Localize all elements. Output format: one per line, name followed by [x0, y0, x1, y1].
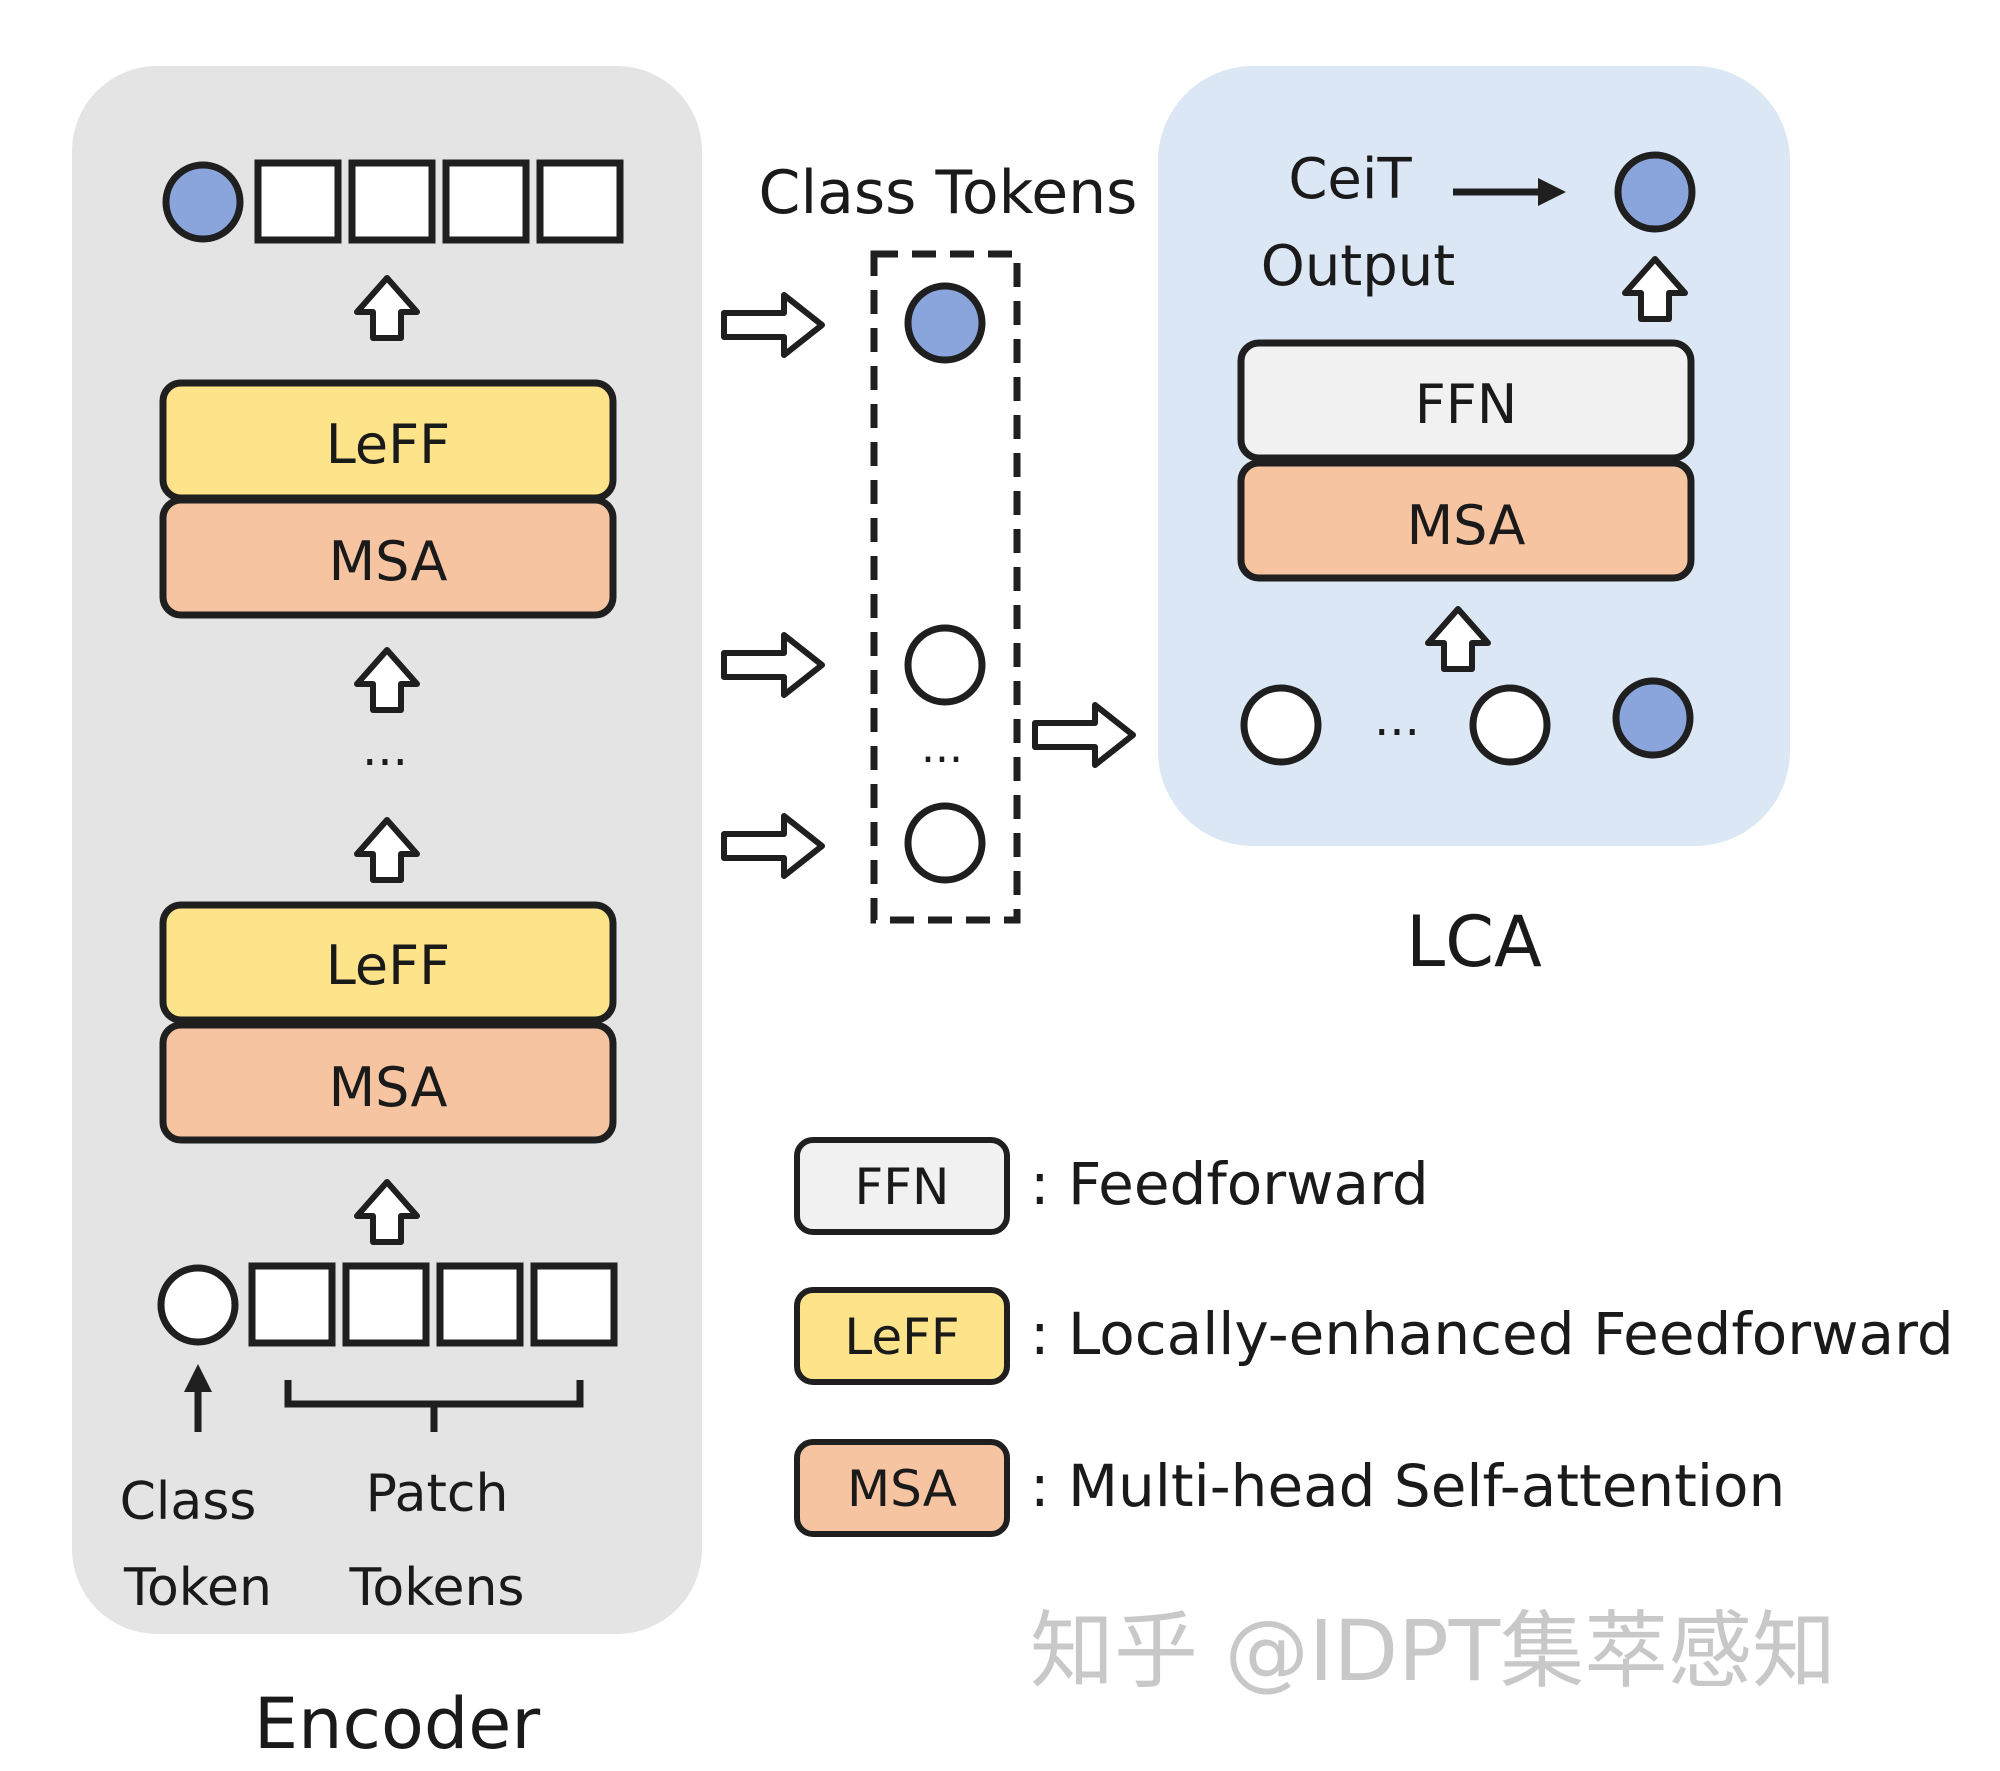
output-patch-token-icon [442, 159, 530, 244]
class-tokens-title: Class Tokens [759, 158, 1138, 228]
patch-tokens-brace [284, 1380, 584, 1432]
class-token-label-line2: Token [123, 1558, 272, 1618]
legend-item-ffn: FFN : Feedforward [794, 1137, 1429, 1235]
lca-input-token-icon [1240, 684, 1322, 766]
input-patch-token-icon [248, 1262, 336, 1347]
solid-arrow-icon [1453, 178, 1566, 206]
output-class-token-icon [162, 161, 244, 243]
class-tokens-column: Class Tokens ... [759, 158, 1138, 924]
legend-leff-description: : Locally-enhanced Feedforward [1030, 1300, 1954, 1368]
ffn-layer-label: FFN [1415, 373, 1518, 436]
ceit-output-token-icon [1614, 151, 1696, 233]
ceit-output-label-line2: Output [1261, 234, 1456, 299]
input-class-token-icon [157, 1264, 239, 1346]
patch-tokens-label-line2: Tokens [348, 1558, 524, 1618]
encoder-panel: LeFF MSA ... LeFF MSA [72, 66, 702, 1634]
class-token-icon [904, 624, 986, 706]
msa-layer [1237, 459, 1695, 582]
ffn-layer [1237, 339, 1695, 462]
right-arrow-icon [724, 295, 822, 355]
legend-msa-description: : Multi-head Self-attention [1030, 1452, 1785, 1520]
input-patch-token-icon [530, 1262, 618, 1347]
lca-query-token-icon [1612, 677, 1694, 759]
encoder-input-tokens [157, 1262, 618, 1347]
msa-layer-label: MSA [329, 1056, 448, 1119]
output-patch-token-icon [536, 159, 624, 244]
legend-leff-swatch [794, 1287, 1010, 1385]
lca-panel: CeiT Output FFN MSA ... [1158, 66, 1790, 846]
legend-ffn-description: : Feedforward [1030, 1150, 1429, 1218]
leff-layer-label: LeFF [326, 413, 450, 476]
legend-item-msa: MSA : Multi-head Self-attention [794, 1439, 1785, 1537]
right-arrow-icon [724, 635, 822, 695]
right-arrow-icon [1035, 705, 1133, 765]
class-tokens-group-box [870, 250, 1021, 924]
legend-leff-tag: LeFF [844, 1308, 959, 1366]
legend-item-leff: LeFF : Locally-enhanced Feedforward [794, 1287, 1954, 1385]
output-patch-token-icon [254, 159, 342, 244]
legend-msa-swatch [794, 1439, 1010, 1537]
legend-msa-tag: MSA [847, 1460, 957, 1518]
encoder-ellipsis: ... [362, 721, 408, 777]
ceit-output-label-line1: CeiT [1288, 147, 1412, 212]
leff-layer-label: LeFF [326, 934, 450, 997]
encoder-caption: Encoder [254, 1683, 540, 1765]
class-tokens-ellipsis: ... [921, 722, 963, 773]
legend-ffn-swatch [794, 1137, 1010, 1235]
lca-caption: LCA [1406, 901, 1542, 983]
lca-ellipsis: ... [1374, 691, 1420, 747]
patch-tokens-label-line1: Patch [366, 1464, 509, 1524]
encoder-output-tokens [162, 159, 624, 244]
solid-arrow-icon [184, 1364, 212, 1432]
watermark: 知乎 @IDPT集萃感知 [1030, 1602, 1836, 1700]
msa-layer [159, 1021, 617, 1144]
msa-layer-label: MSA [1407, 494, 1526, 557]
encoder-lower-block: LeFF MSA [159, 901, 617, 1144]
right-arrow-icon [724, 816, 822, 876]
output-patch-token-icon [348, 159, 436, 244]
input-patch-token-icon [342, 1262, 430, 1347]
legend-ffn-tag: FFN [855, 1158, 950, 1216]
class-token-icon [904, 802, 986, 884]
legend: FFN : Feedforward LeFF : Locally-enhance… [794, 1137, 1954, 1537]
class-token-filled-icon [904, 282, 986, 364]
class-token-label-line1: Class [120, 1472, 257, 1532]
msa-layer [159, 496, 617, 619]
lca-input-token-icon [1469, 684, 1551, 766]
encoder-upper-block: LeFF MSA [159, 379, 617, 619]
msa-layer-label: MSA [329, 530, 448, 593]
leff-layer [159, 901, 617, 1024]
input-patch-token-icon [436, 1262, 524, 1347]
